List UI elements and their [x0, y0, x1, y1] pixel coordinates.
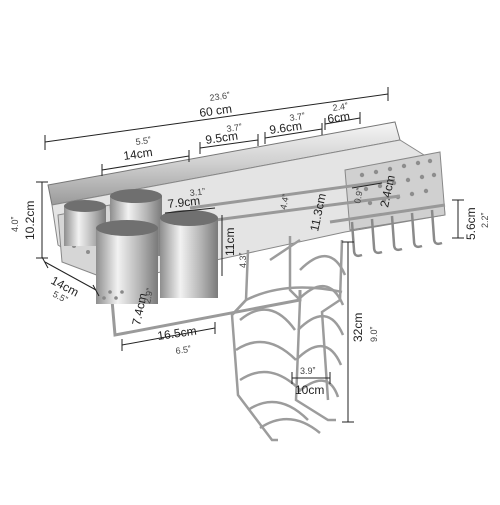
rail-span-inch: 4.4ˮ [278, 193, 291, 210]
total-width-cm: 60 cm [198, 102, 232, 120]
seg-right-cm: 9.6cm [268, 119, 302, 137]
cup-height-cm: 11cm [223, 228, 237, 256]
seg-left-inch: 5.5ˮ [135, 135, 152, 147]
front-rail-lower [199, 194, 401, 224]
cup-height-inch: 4.3ˮ [238, 252, 248, 268]
towel-rod [110, 290, 302, 337]
rail-gap-cm: 2.4cm [377, 174, 397, 209]
hook-drop-cm: 5.6cm [464, 207, 478, 240]
perforated-side-panel [344, 151, 446, 231]
utensil-cups [64, 189, 218, 304]
total-width-inch: 23.6ˮ [209, 90, 231, 103]
hook-bar [329, 203, 446, 224]
lid-height-inch: 9.0ˮ [369, 326, 379, 342]
rack-body [47, 121, 446, 337]
cup-offset-inch: 2.9ˮ [142, 287, 155, 304]
bottom-depth-cm: 16.5cm [156, 324, 197, 343]
height-inch: 4.0ˮ [10, 216, 20, 232]
seg-hook-cm: 6cm [326, 109, 350, 126]
seg-right-inch: 3.7ˮ [289, 111, 306, 123]
seg-left-cm: 14cm [122, 145, 153, 163]
bottom-depth-inch: 6.5ˮ [175, 344, 192, 356]
hooks [350, 209, 443, 258]
lid-width-cm: 10cm [295, 383, 324, 397]
pot-lid-rack [230, 236, 347, 442]
seg-mid-inch: 3.7ˮ [226, 122, 243, 134]
height-cm: 10.2cm [23, 201, 37, 240]
hook-drop-inch: 2.2ˮ [480, 212, 490, 228]
dimension-lines [36, 87, 464, 423]
seg-mid-cm: 9.5cm [204, 129, 238, 147]
cup [96, 220, 158, 304]
cup-offset-cm: 7.4cm [129, 292, 149, 327]
lid-width-inch: 3.9ˮ [300, 366, 316, 376]
cup [160, 210, 218, 298]
lid-height-cm: 32cm [351, 313, 365, 342]
rail-gap-inch: 0.9ˮ [352, 187, 365, 204]
seg-hook-inch: 2.4ˮ [332, 101, 349, 113]
cup-dia-inch: 3.1ˮ [189, 186, 205, 198]
front-rail-upper [189, 178, 396, 210]
cup-dia-cm: 7.9cm [167, 194, 201, 211]
